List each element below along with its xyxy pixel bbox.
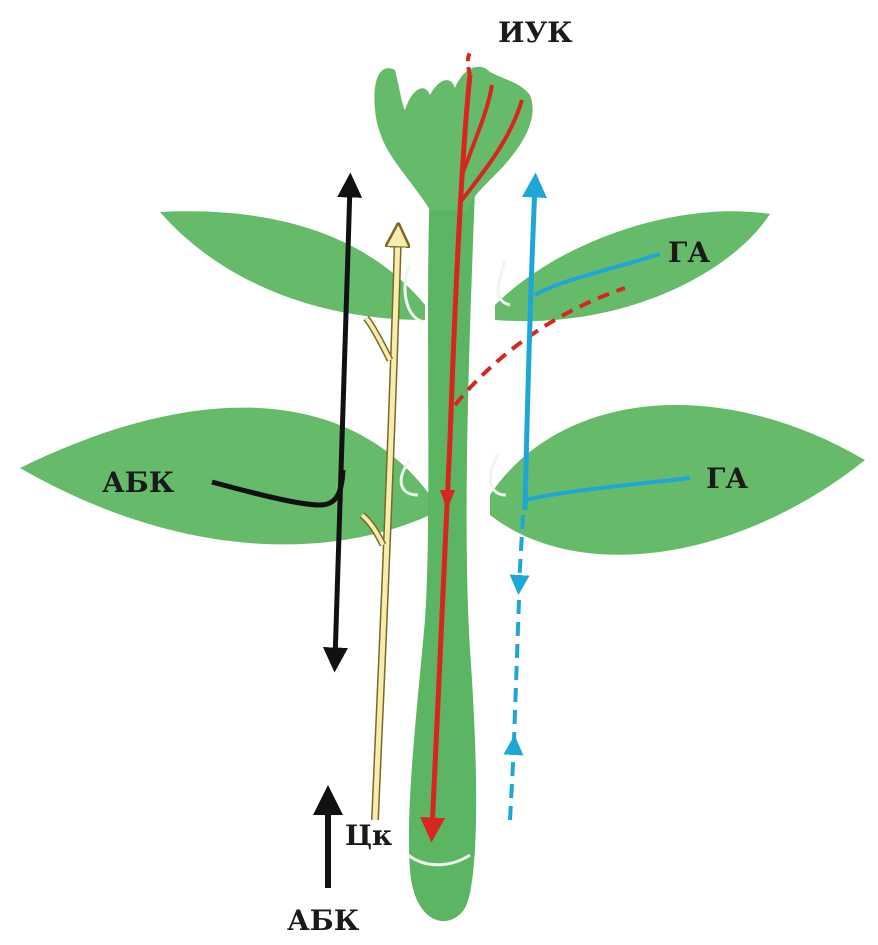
ga-root-dashed-arrow [510,745,514,820]
abk-left-label: АБК [102,466,175,499]
ga-mid-dashed [514,600,519,740]
ga-upper-label: ГА [668,236,710,269]
iuk-label: ИУК [498,16,573,49]
ck-label: Цк [345,819,392,852]
upper-right-leaf [495,211,770,321]
ga-lower-label: ГА [706,462,748,495]
abk-bottom-label: АБК [287,904,360,937]
shoot-apex [374,67,532,210]
upper-left-leaf [160,211,425,320]
